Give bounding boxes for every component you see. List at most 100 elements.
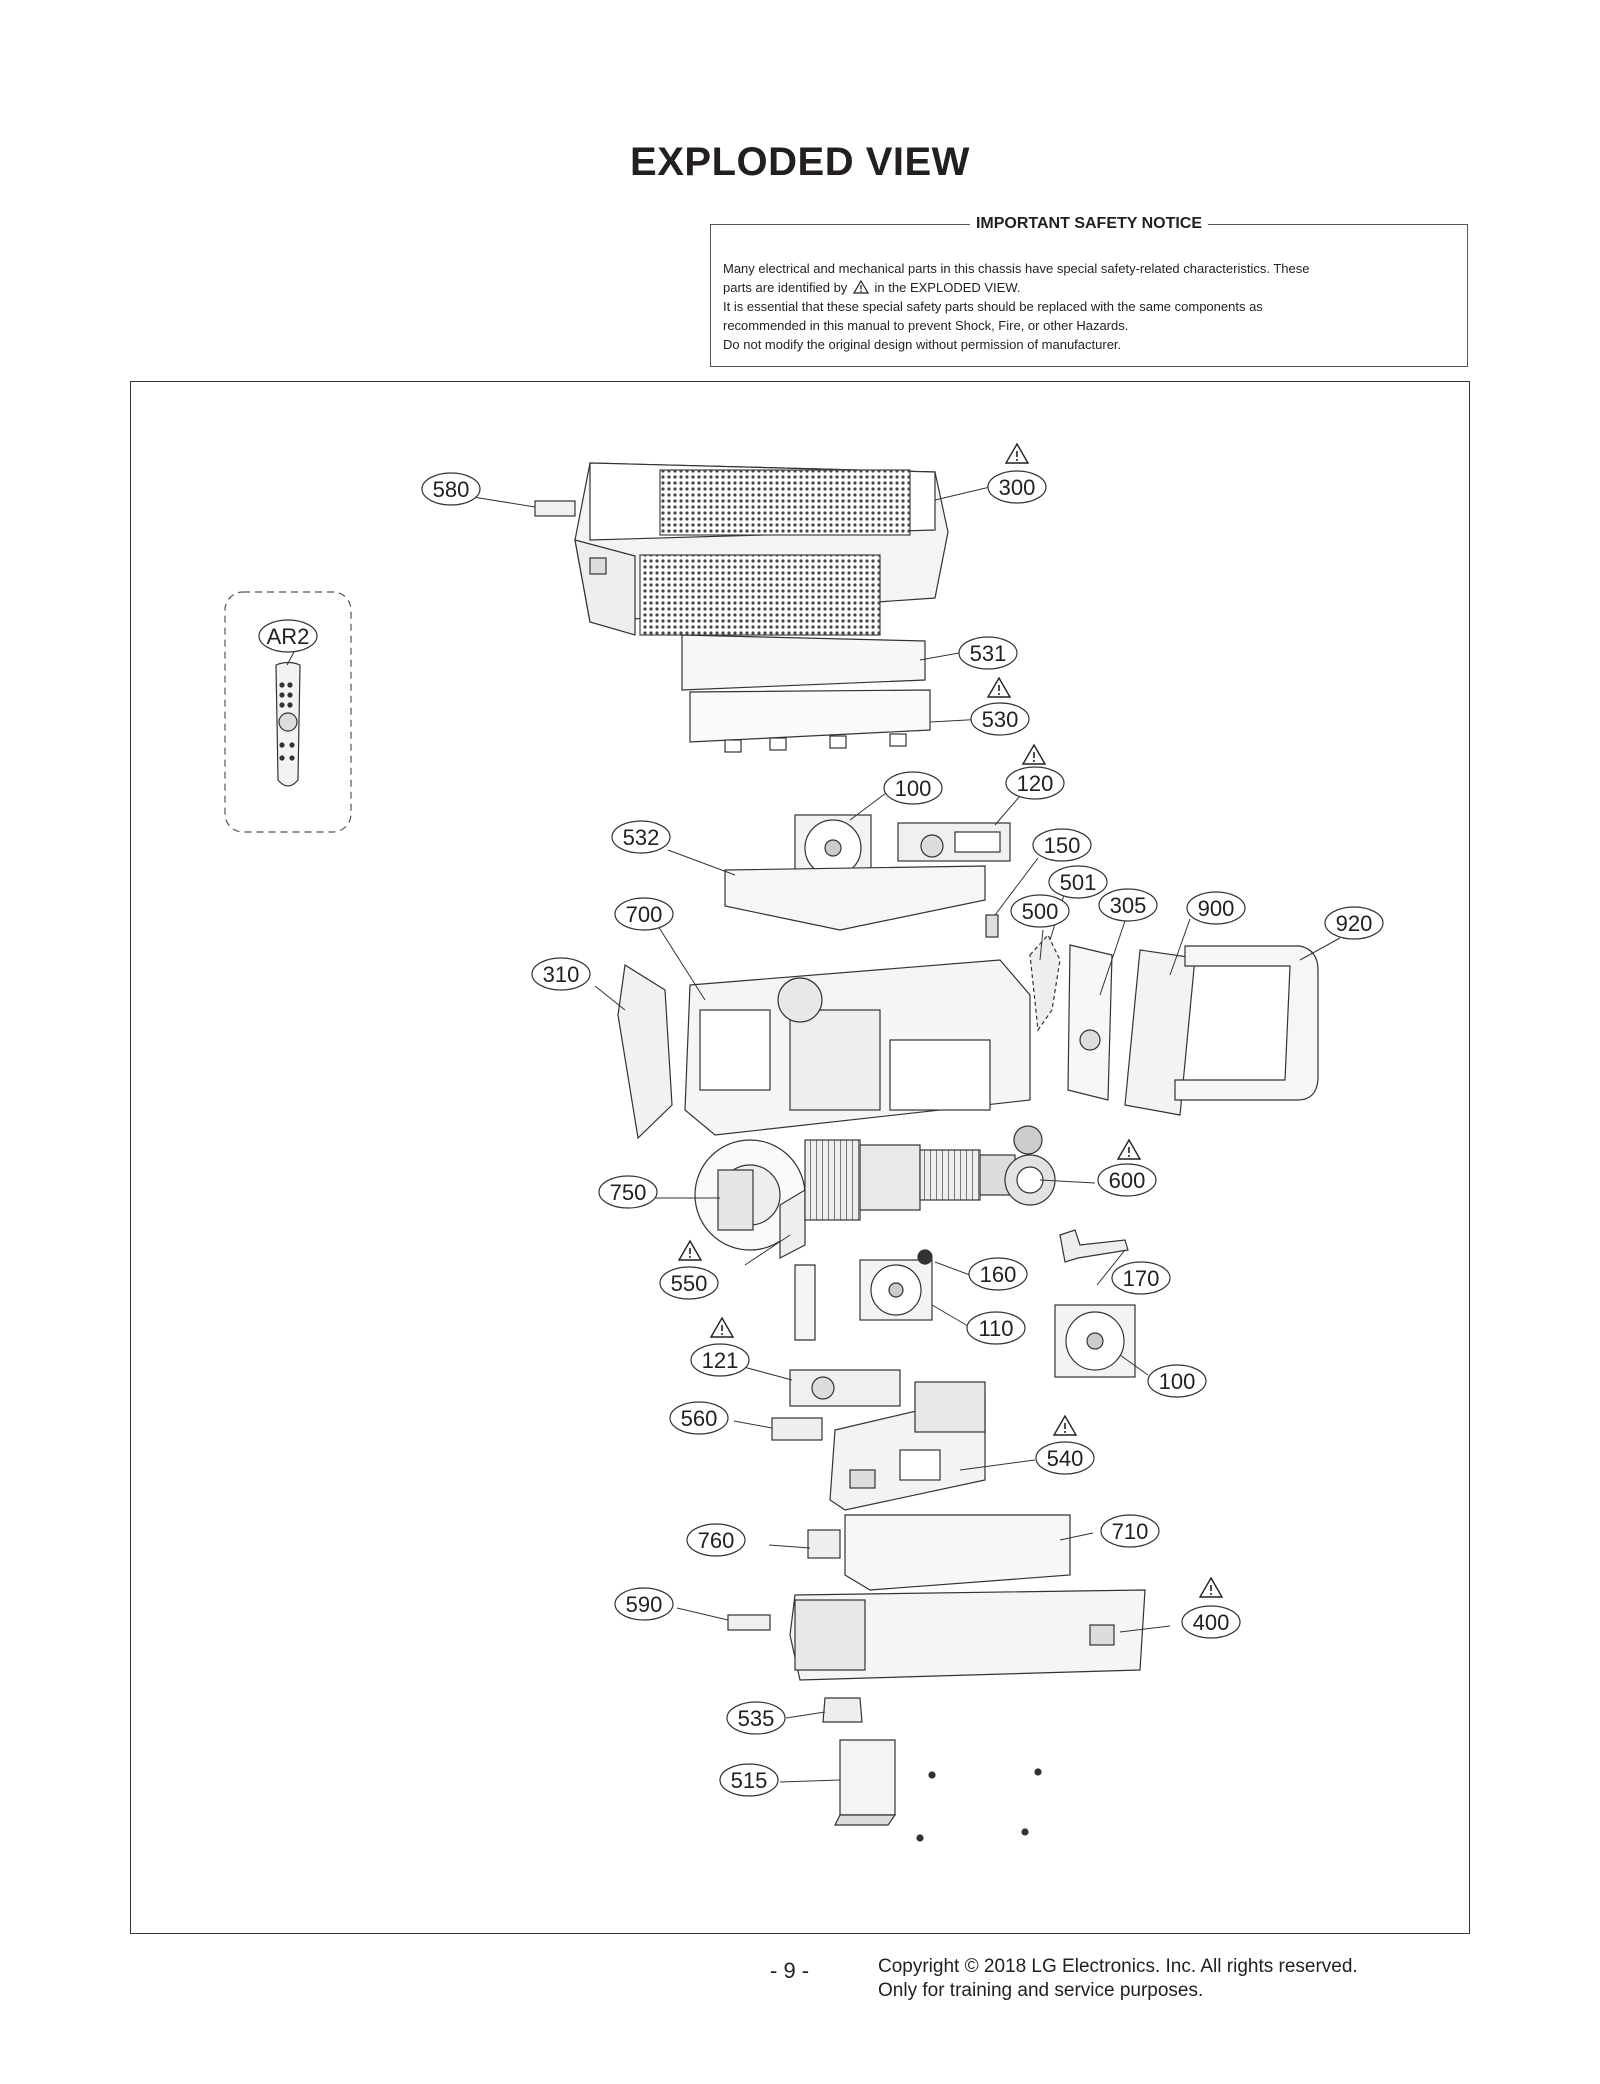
- callout-305: 305: [1098, 888, 1158, 922]
- warning-triangle-icon: [1005, 443, 1029, 464]
- part-535: [822, 1697, 863, 1723]
- page-number: - 9 -: [770, 1958, 810, 1983]
- svg-text:550: 550: [671, 1271, 708, 1296]
- part-500-501: [1029, 933, 1061, 1032]
- svg-text:580: 580: [433, 477, 470, 502]
- main-frame-part-700: [684, 959, 1031, 1136]
- warning-triangle-icon: [852, 280, 869, 294]
- callout-710: 710: [1100, 1514, 1160, 1548]
- safety-notice-body: Many electrical and mechanical parts in …: [723, 259, 1455, 354]
- callout-550: 550: [659, 1266, 719, 1300]
- warning-triangle-icon: [1117, 1139, 1141, 1160]
- warning-triangle-icon: [1053, 1415, 1077, 1436]
- svg-text:110: 110: [978, 1316, 1013, 1341]
- callout-501: 501: [1048, 865, 1108, 899]
- callout-900: 900: [1186, 891, 1246, 925]
- notice-line-1: Many electrical and mechanical parts in …: [723, 261, 1310, 276]
- plate-part-710: [844, 1514, 1071, 1591]
- part-760: [807, 1529, 841, 1559]
- svg-text:600: 600: [1109, 1168, 1146, 1193]
- svg-text:540: 540: [1047, 1446, 1084, 1471]
- notice-line-5: Do not modify the original design withou…: [723, 337, 1122, 352]
- svg-text:100: 100: [895, 776, 932, 801]
- part-150: [985, 914, 999, 938]
- stand-handle-920: [1174, 945, 1319, 1101]
- bracket-part-515: [834, 1739, 897, 1826]
- safety-notice-box: IMPORTANT SAFETY NOTICE Many electrical …: [710, 215, 1468, 367]
- svg-text:501: 501: [1060, 870, 1097, 895]
- label-sticker-590: [727, 1614, 771, 1631]
- callout-531: 531: [958, 636, 1018, 670]
- callout-500: 500: [1010, 894, 1070, 928]
- callout-400: 400: [1181, 1605, 1241, 1639]
- callout-700: 700: [614, 897, 674, 931]
- module-part-120: [897, 822, 1011, 862]
- page-title: EXPLODED VIEW: [630, 140, 970, 184]
- light-engine-part-600: [804, 1125, 1056, 1221]
- svg-text:121: 121: [702, 1348, 739, 1373]
- callout-540: 540: [1035, 1441, 1095, 1475]
- svg-text:515: 515: [731, 1768, 768, 1793]
- svg-text:760: 760: [698, 1528, 735, 1553]
- bottom-cover-part-400: [789, 1589, 1146, 1681]
- bracket-part-532: [724, 865, 986, 931]
- svg-text:160: 160: [980, 1262, 1017, 1287]
- warning-triangle-icon: [987, 677, 1011, 698]
- callout-535: 535: [726, 1701, 786, 1735]
- svg-text:900: 900: [1198, 896, 1235, 921]
- callout-760: 760: [686, 1523, 746, 1557]
- copyright-notice: Copyright © 2018 LG Electronics. Inc. Al…: [878, 1955, 1358, 2003]
- diagram-frame: [130, 381, 1470, 1934]
- notice-line-4: recommended in this manual to prevent Sh…: [723, 318, 1129, 333]
- screws: [916, 1768, 1042, 1842]
- part-750: [694, 1139, 806, 1251]
- fan-part-100-bottom: [1054, 1304, 1136, 1378]
- svg-text:310: 310: [543, 962, 580, 987]
- svg-text:300: 300: [999, 475, 1036, 500]
- svg-text:532: 532: [623, 825, 660, 850]
- svg-text:590: 590: [626, 1592, 663, 1617]
- callout-530: 530: [970, 702, 1030, 736]
- side-panel-310: [617, 964, 673, 1140]
- plate-part-550: [779, 1188, 806, 1259]
- callout-300: 300: [987, 470, 1047, 504]
- callout-600: 600: [1097, 1163, 1157, 1197]
- callout-532: 532: [611, 820, 671, 854]
- usage-line: Only for training and service purposes.: [878, 1980, 1204, 2001]
- svg-text:170: 170: [1123, 1266, 1160, 1291]
- callout-170: 170: [1111, 1261, 1171, 1295]
- svg-text:120: 120: [1017, 771, 1054, 796]
- callout-310: 310: [531, 957, 591, 991]
- svg-text:305: 305: [1110, 893, 1147, 918]
- callout-580: 580: [421, 472, 481, 506]
- safety-notice-title: IMPORTANT SAFETY NOTICE: [969, 215, 1209, 232]
- svg-text:500: 500: [1022, 899, 1059, 924]
- callout-120: 120: [1005, 766, 1065, 800]
- callout-590: 590: [614, 1587, 674, 1621]
- shield-plate-531: [681, 634, 926, 691]
- callout-ar2: AR2: [258, 619, 318, 653]
- callout-150: 150: [1032, 828, 1092, 862]
- svg-text:560: 560: [681, 1406, 718, 1431]
- callout-515: 515: [719, 1763, 779, 1797]
- copyright-line: Copyright © 2018 LG Electronics. Inc. Al…: [878, 1956, 1358, 1977]
- callout-750: 750: [598, 1175, 658, 1209]
- part-170: [1059, 1229, 1129, 1263]
- callout-920: 920: [1324, 906, 1384, 940]
- top-cover-part-300: [574, 462, 949, 636]
- callout-110: 110: [966, 1311, 1026, 1345]
- svg-text:710: 710: [1112, 1519, 1149, 1544]
- svg-text:100: 100: [1159, 1369, 1196, 1394]
- warning-triangle-icon: [1022, 744, 1046, 765]
- svg-text:750: 750: [610, 1180, 647, 1205]
- label-sticker-580: [534, 500, 576, 517]
- svg-text:400: 400: [1193, 1610, 1230, 1635]
- board-part-560: [771, 1417, 823, 1441]
- callout-160: 160: [968, 1257, 1028, 1291]
- callout-100-bottom: 100: [1147, 1364, 1207, 1398]
- main-board-part-540: [829, 1381, 986, 1511]
- warning-triangle-icon: [1199, 1577, 1223, 1598]
- notice-line-2: parts are identified by in the EXPLODED …: [723, 280, 1021, 295]
- remote-control-ar2: [224, 591, 352, 833]
